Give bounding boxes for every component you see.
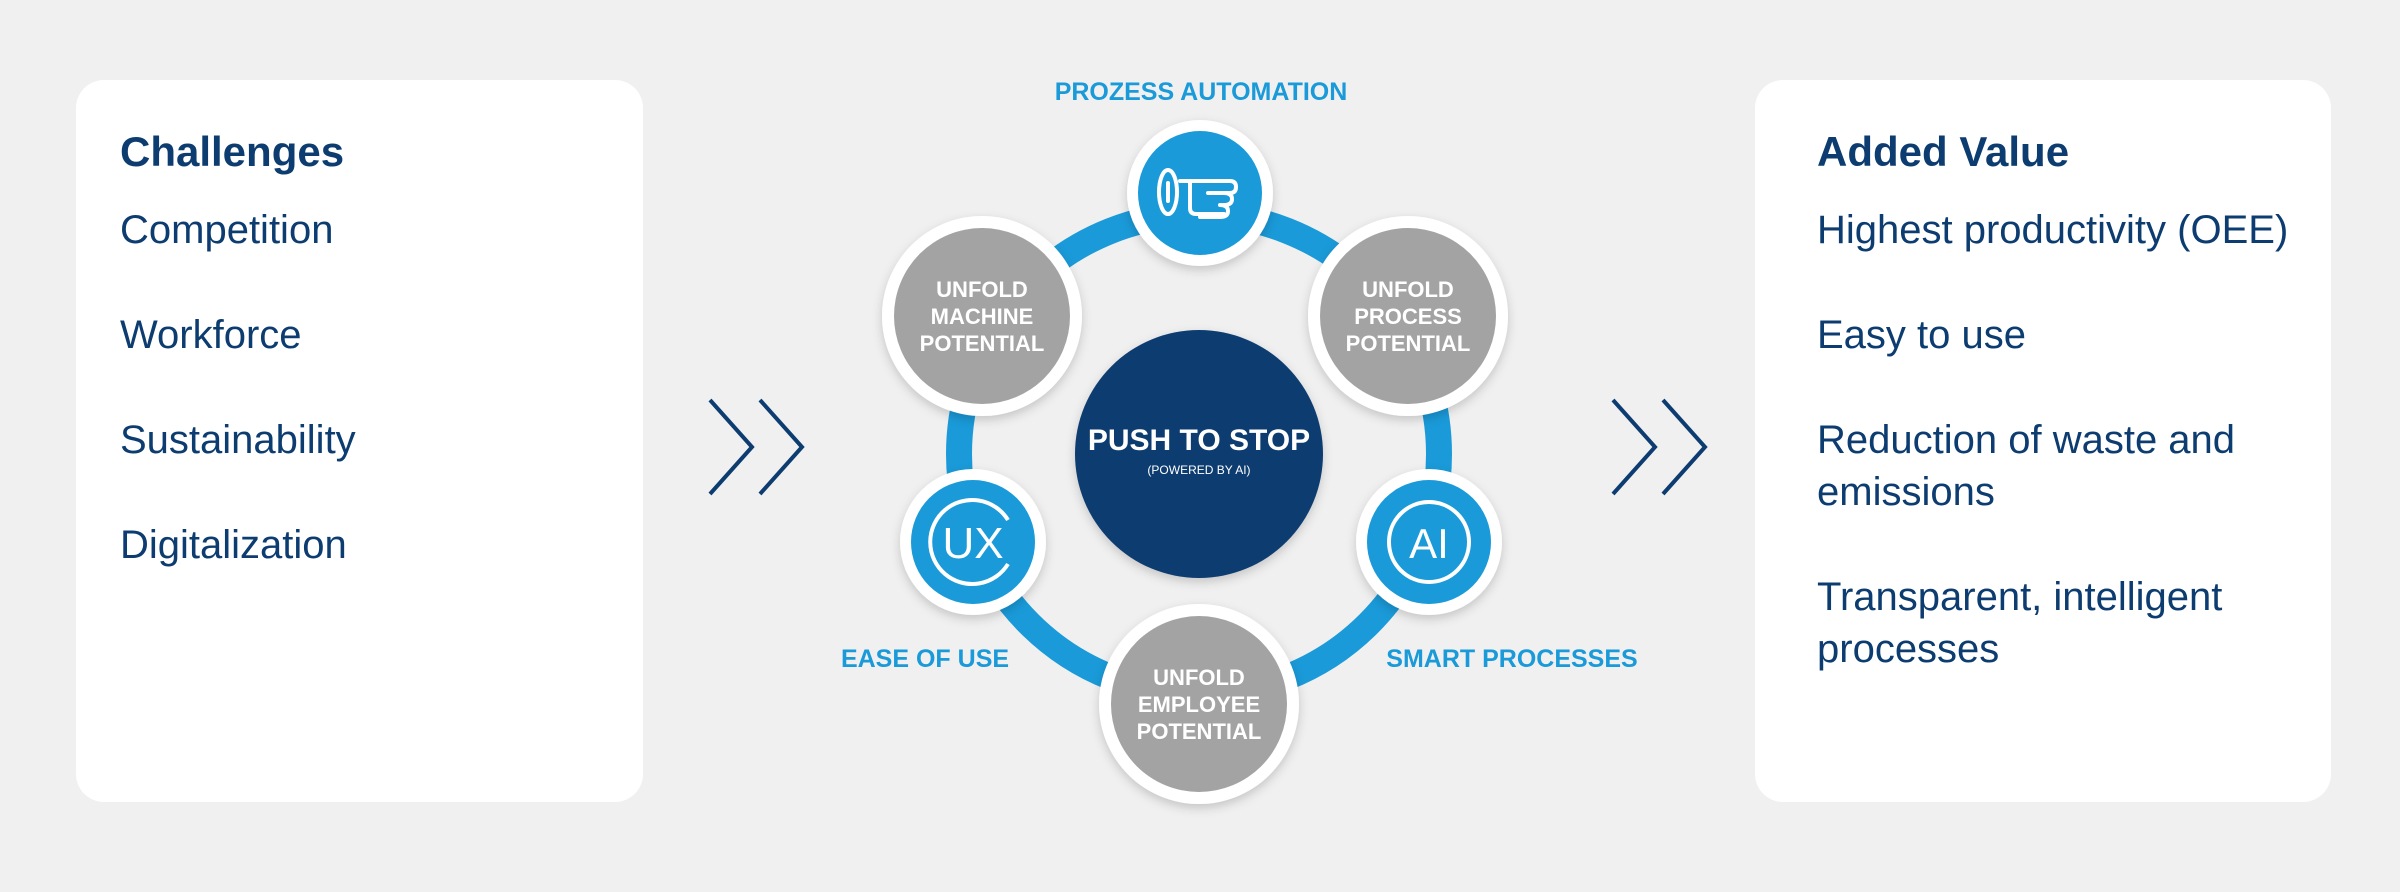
node-label: POTENTIAL [920, 331, 1045, 356]
node-label: UNFOLD [936, 277, 1028, 302]
prozess-automation-label: PROZESS AUTOMATION [1055, 78, 1348, 106]
challenges-panel: Challenges Competition Workforce Sustain… [76, 80, 643, 802]
ai-icon [1387, 500, 1471, 584]
challenge-item: Competition [120, 208, 334, 252]
employee-potential-node: UNFOLD EMPLOYEE POTENTIAL [1099, 604, 1299, 804]
challenges-title: Challenges [120, 128, 345, 175]
node-label: POTENTIAL [1346, 331, 1471, 356]
node-label: EMPLOYEE [1138, 692, 1260, 717]
push-button-hand-icon [1157, 168, 1238, 219]
ease-of-use-label: EASE OF USE [841, 645, 1009, 673]
added-value-list: Highest productivity (OEE) Easy to use R… [1817, 204, 2331, 675]
node-label: POTENTIAL [1137, 719, 1262, 744]
added-value-item: Easy to use [1817, 313, 2027, 357]
center-node: PUSH TO STOP (POWERED BY AI) [1075, 330, 1323, 578]
automation-node [1127, 120, 1273, 266]
ux-node: UX [900, 469, 1046, 615]
added-value-panel: Added Value Highest productivity (OEE) E… [1755, 80, 2331, 802]
challenge-item: Digitalization [120, 523, 347, 567]
ai-icon-text: AI [1409, 520, 1449, 567]
machine-potential-node: UNFOLD MACHINE POTENTIAL [882, 216, 1082, 416]
smart-processes-label: SMART PROCESSES [1386, 645, 1637, 673]
added-value-title: Added Value [1817, 128, 2070, 175]
chevron-right-icon [1611, 398, 1708, 496]
ux-icon [928, 498, 1010, 586]
node-label: UNFOLD [1153, 665, 1245, 690]
process-potential-node: UNFOLD PROCESS POTENTIAL [1308, 216, 1508, 416]
node-label: MACHINE [931, 304, 1034, 329]
node-label: UNFOLD [1362, 277, 1454, 302]
added-value-item: Reduction of waste and emissions [1817, 418, 2236, 514]
chevron-right-icon [708, 398, 805, 496]
challenges-list: Competition Workforce Sustainability Dig… [120, 204, 643, 571]
added-value-item: Transparent, intelligent processes [1817, 575, 2223, 671]
node-label: PROCESS [1354, 304, 1462, 329]
center-title: PUSH TO STOP [1088, 424, 1310, 457]
ai-node: AI [1356, 469, 1502, 615]
ux-icon-text: UX [942, 519, 1003, 568]
challenge-item: Workforce [120, 313, 302, 357]
center-subtitle: (POWERED BY AI) [1147, 463, 1250, 477]
challenge-item: Sustainability [120, 418, 356, 462]
added-value-item: Highest productivity (OEE) [1817, 208, 2289, 252]
